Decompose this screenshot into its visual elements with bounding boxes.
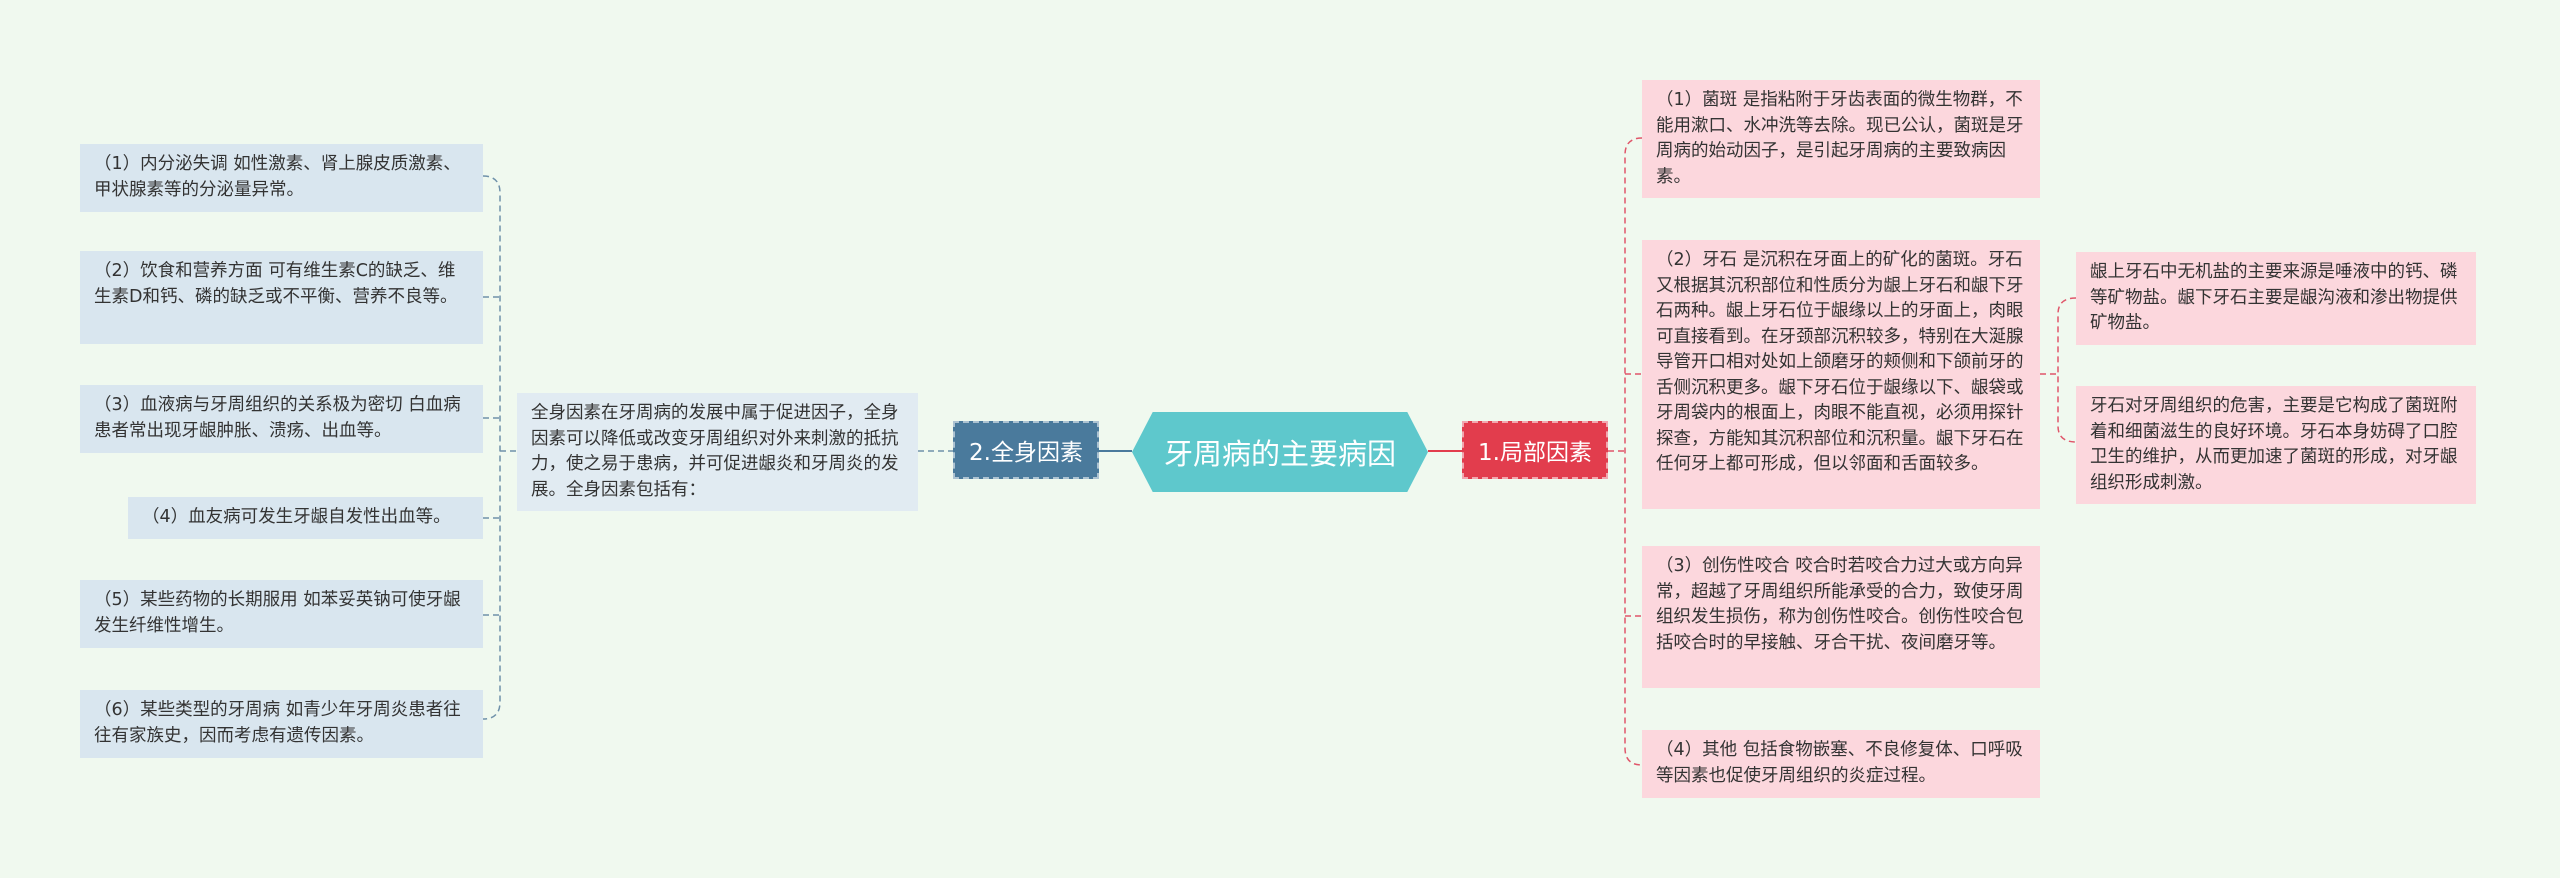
branch-local-factors-label: 1.局部因素 — [1478, 440, 1592, 466]
right-branch-connectors — [1608, 137, 2077, 766]
local-factor-traumatic-occlusion[interactable]: （3）创伤性咬合 咬合时若咬合力过大或方向异常，超越了牙周组织所能承受的合力，致… — [1642, 546, 2040, 688]
systemic-factor-heredity-text: （6）某些类型的牙周病 如青少年牙周炎患者往往有家族史，因而考虑有遗传因素。 — [94, 700, 461, 746]
systemic-factor-medication-text: （5）某些药物的长期服用 如苯妥英钠可使牙龈发生纤维性增生。 — [94, 590, 461, 636]
systemic-factor-heredity[interactable]: （6）某些类型的牙周病 如青少年牙周炎患者往往有家族史，因而考虑有遗传因素。 — [80, 690, 483, 758]
systemic-factor-endocrine[interactable]: （1）内分泌失调 如性激素、肾上腺皮质激素、甲状腺素等的分泌量异常。 — [80, 144, 483, 212]
calculus-harm-text: 牙石对牙周组织的危害，主要是它构成了菌斑附着和细菌滋生的良好环境。牙石本身妨碍了… — [2090, 396, 2458, 493]
local-factor-calculus-text: （2）牙石 是沉积在牙面上的矿化的菌斑。牙石又根据其沉积部位和性质分为龈上牙石和… — [1656, 250, 2024, 474]
calculus-mineral-source[interactable]: 龈上牙石中无机盐的主要来源是唾液中的钙、磷等矿物盐。龈下牙石主要是龈沟液和渗出物… — [2076, 252, 2476, 345]
systemic-factors-summary[interactable]: 全身因素在牙周病的发展中属于促进因子，全身因素可以降低或改变牙周组织对外来刺激的… — [517, 393, 918, 511]
calculus-harm[interactable]: 牙石对牙周组织的危害，主要是它构成了菌斑附着和细菌滋生的良好环境。牙石本身妨碍了… — [2076, 386, 2476, 504]
systemic-factor-endocrine-text: （1）内分泌失调 如性激素、肾上腺皮质激素、甲状腺素等的分泌量异常。 — [94, 154, 461, 200]
central-topic-label: 牙周病的主要病因 — [1163, 437, 1396, 471]
local-factor-plaque-text: （1）菌斑 是指粘附于牙齿表面的微生物群，不能用漱口、水冲洗等去除。现已公认，菌… — [1656, 90, 2024, 187]
central-topic[interactable]: 牙周病的主要病因 — [1132, 412, 1428, 492]
calculus-mineral-source-text: 龈上牙石中无机盐的主要来源是唾液中的钙、磷等矿物盐。龈下牙石主要是龈沟液和渗出物… — [2090, 262, 2458, 333]
systemic-factor-hemophilia-text: （4）血友病可发生牙龈自发性出血等。 — [142, 507, 451, 527]
local-factor-plaque[interactable]: （1）菌斑 是指粘附于牙齿表面的微生物群，不能用漱口、水冲洗等去除。现已公认，菌… — [1642, 80, 2040, 198]
systemic-factor-blood-disease[interactable]: （3）血液病与牙周组织的关系极为密切 白血病患者常出现牙龈肿胀、溃疡、出血等。 — [80, 385, 483, 453]
local-factor-other[interactable]: （4）其他 包括食物嵌塞、不良修复体、口呼吸等因素也促使牙周组织的炎症过程。 — [1642, 730, 2040, 798]
systemic-factor-medication[interactable]: （5）某些药物的长期服用 如苯妥英钠可使牙龈发生纤维性增生。 — [80, 580, 483, 648]
local-factor-traumatic-occlusion-text: （3）创伤性咬合 咬合时若咬合力过大或方向异常，超越了牙周组织所能承受的合力，致… — [1656, 556, 2024, 653]
systemic-factor-hemophilia[interactable]: （4）血友病可发生牙龈自发性出血等。 — [128, 497, 483, 539]
systemic-factor-nutrition[interactable]: （2）饮食和营养方面 可有维生素C的缺乏、维生素D和钙、磷的缺乏或不平衡、营养不… — [80, 251, 483, 344]
systemic-factor-nutrition-text: （2）饮食和营养方面 可有维生素C的缺乏、维生素D和钙、磷的缺乏或不平衡、营养不… — [94, 261, 458, 307]
local-factor-other-text: （4）其他 包括食物嵌塞、不良修复体、口呼吸等因素也促使牙周组织的炎症过程。 — [1656, 740, 2023, 786]
branch-systemic-factors[interactable]: 2.全身因素 — [953, 421, 1099, 479]
left-branch-connectors — [482, 175, 953, 720]
systemic-factors-summary-text: 全身因素在牙周病的发展中属于促进因子，全身因素可以降低或改变牙周组织对外来刺激的… — [531, 403, 899, 500]
systemic-factor-blood-disease-text: （3）血液病与牙周组织的关系极为密切 白血病患者常出现牙龈肿胀、溃疡、出血等。 — [94, 395, 461, 441]
local-factor-calculus[interactable]: （2）牙石 是沉积在牙面上的矿化的菌斑。牙石又根据其沉积部位和性质分为龈上牙石和… — [1642, 240, 2040, 509]
branch-local-factors[interactable]: 1.局部因素 — [1462, 421, 1608, 479]
branch-systemic-factors-label: 2.全身因素 — [969, 440, 1083, 466]
